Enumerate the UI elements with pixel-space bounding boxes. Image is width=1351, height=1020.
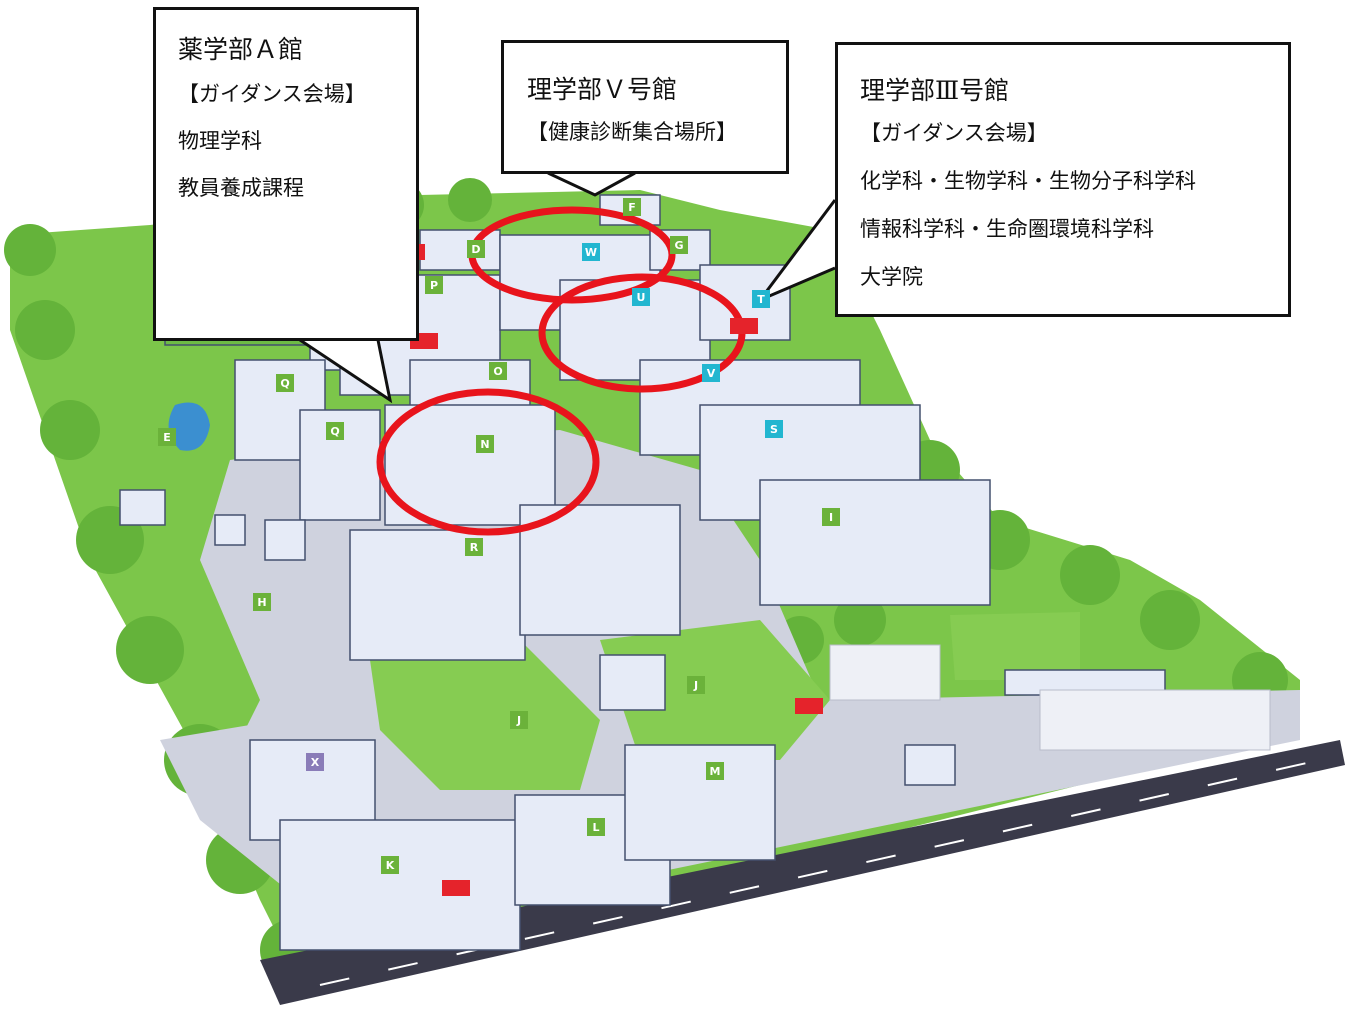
- building-label-J-east: J: [693, 679, 698, 692]
- callout-title: 理学部Ⅲ号館: [860, 76, 1010, 105]
- main-street: [260, 740, 1345, 1005]
- building-label-L: L: [592, 821, 599, 834]
- building-label-V: V: [707, 367, 716, 380]
- building-label-P: P: [430, 279, 438, 292]
- buildings: [119, 194, 1166, 951]
- pond: [168, 402, 210, 451]
- callout-pointers: [299, 171, 837, 404]
- callout-venue-label: 【健康診断集合場所】: [527, 120, 737, 144]
- building-label-W: W: [585, 246, 597, 259]
- callout-venue-label: 【ガイダンス会場】: [178, 82, 366, 106]
- building-label-I: I: [829, 511, 833, 524]
- building-label-E: E: [163, 431, 171, 444]
- building-label-M: M: [710, 765, 721, 778]
- building-label-J-west: J: [516, 714, 521, 727]
- callout-science-building-5: 理学部Ｖ号館 【健康診断集合場所】: [501, 40, 789, 174]
- callout-pharmacy-building-a: 薬学部Ａ館 【ガイダンス会場】 物理学科 教員養成課程: [153, 7, 419, 341]
- building-label-S: S: [770, 423, 778, 436]
- callout-science-building-3: 理学部Ⅲ号館 【ガイダンス会場】 化学科・生物学科・生物分子科学科 情報科学科・…: [835, 42, 1291, 317]
- callout-venue-label: 【ガイダンス会場】: [860, 121, 1048, 145]
- building-label-H: H: [257, 596, 266, 609]
- callout-title: 理学部Ｖ号館: [527, 75, 678, 104]
- building-label-N: N: [480, 438, 489, 451]
- parking-lots: [829, 644, 1271, 751]
- building-label-Q-south: Q: [330, 425, 339, 438]
- building-letter-tags: A B C D E F G H I J J K L M N O P Q Q R …: [158, 198, 840, 874]
- building-label-T: T: [757, 293, 765, 306]
- building-label-X: X: [311, 756, 320, 769]
- building-label-R: R: [470, 541, 479, 554]
- building-label-U: U: [637, 291, 646, 304]
- building-label-G: G: [674, 239, 683, 252]
- building-label-O: O: [493, 365, 502, 378]
- building-label-F: F: [628, 201, 636, 214]
- building-label-K: K: [386, 859, 395, 872]
- callout-department: 物理学科: [178, 129, 262, 153]
- callout-department: 教員養成課程: [178, 176, 304, 200]
- callout-department: 大学院: [860, 265, 923, 289]
- callout-department: 化学科・生物学科・生物分子科学科: [860, 169, 1196, 193]
- callout-department: 情報科学科・生命圏環境科学科: [860, 217, 1154, 241]
- building-label-D: D: [471, 243, 480, 256]
- building-label-Q-north: Q: [280, 377, 289, 390]
- callout-title: 薬学部Ａ館: [178, 35, 304, 64]
